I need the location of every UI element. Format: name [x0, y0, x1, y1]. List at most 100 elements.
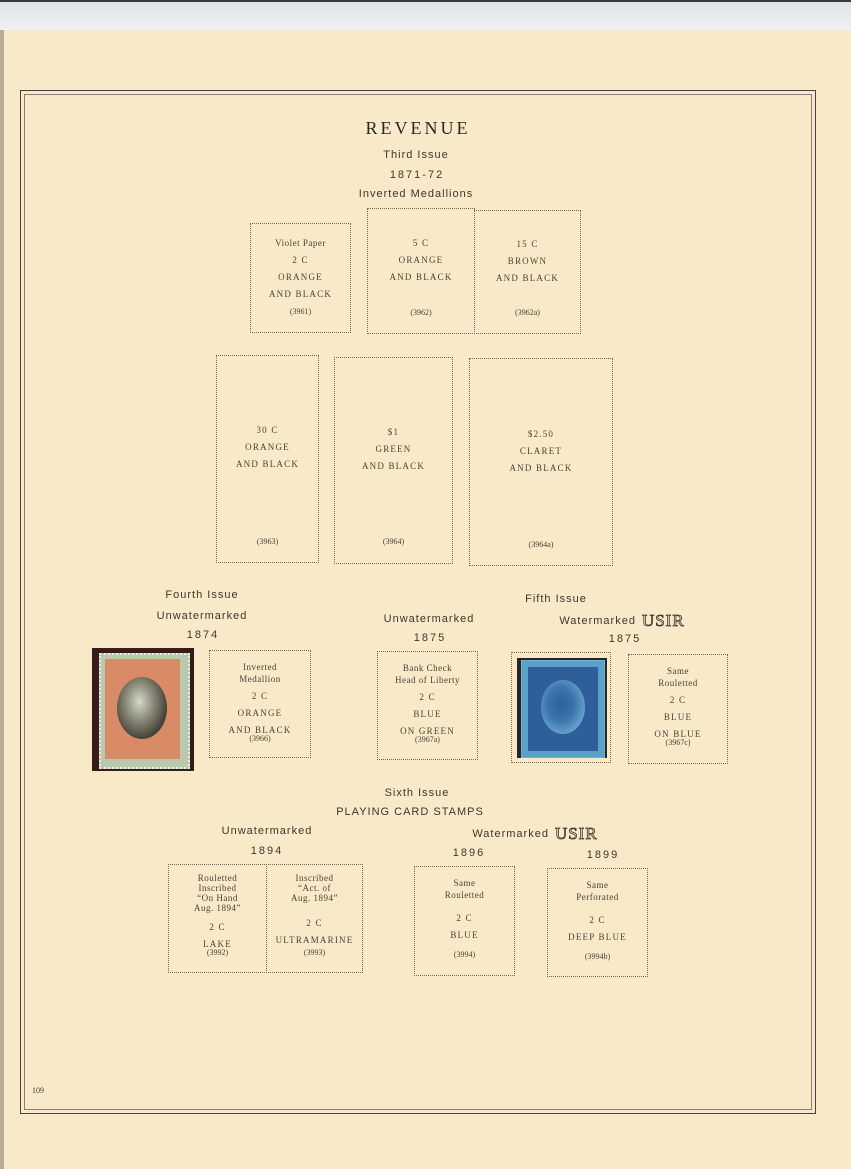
- catalog-number: (3992): [206, 948, 229, 957]
- fourth-issue-heading: Fourth Issue: [165, 589, 239, 601]
- stamp-note: Bank Check: [402, 663, 453, 673]
- stamp-image-3967c: [521, 660, 605, 758]
- stamp-color: ON BLUE: [654, 729, 702, 739]
- page-number: 109: [32, 1086, 44, 1095]
- fourth-issue-year-right: 1875: [413, 632, 447, 644]
- catalog-number: (3963): [256, 537, 279, 546]
- fourth-issue-watermark-left: Unwatermarked: [156, 610, 248, 622]
- watermark-label: Watermarked: [472, 828, 549, 840]
- stamp-note: Inverted: [243, 662, 277, 672]
- stamp-note: Perforated: [576, 892, 619, 902]
- fourth-issue-watermark-right: Unwatermarked: [383, 613, 475, 625]
- stamp-note: Same: [586, 880, 609, 890]
- stamp-color: ORANGE: [237, 708, 283, 718]
- page-border-outer: [20, 90, 816, 1114]
- sixth-issue-heading: Sixth Issue: [384, 787, 450, 799]
- catalog-number: (3994): [453, 950, 476, 959]
- stamp-space-3963: 30 C ORANGE AND BLACK (3963): [216, 355, 319, 563]
- stamp-note: Violet Paper: [275, 238, 326, 248]
- catalog-number: (3967c): [665, 738, 691, 747]
- sixth-issue-watermark-left: Unwatermarked: [221, 825, 313, 837]
- stamp-color: BLUE: [450, 930, 479, 940]
- stamp-value: $2.50: [527, 429, 555, 439]
- washington-portrait-icon: [117, 677, 167, 739]
- stamp-value: 30 C: [256, 425, 279, 435]
- stamp-note: Rouletted: [658, 678, 698, 688]
- stamp-color: AND BLACK: [228, 725, 292, 735]
- stamp-color: AND BLACK: [361, 461, 426, 471]
- page-title: REVENUE: [365, 118, 471, 138]
- stamp-value: 2 C: [419, 692, 436, 702]
- catalog-number: (3964a): [528, 540, 554, 549]
- stamp-image-3966: [99, 653, 190, 769]
- stamp-note: Rouletted: [444, 890, 485, 900]
- stamp-note: Same: [453, 878, 476, 888]
- stamp-color: ORANGE: [278, 272, 323, 282]
- watermark-label: Watermarked: [559, 615, 636, 627]
- stamp-note: Medallion: [239, 674, 281, 684]
- stamp-note: Same: [667, 666, 689, 676]
- stamp-note: Aug. 1894”: [194, 903, 241, 913]
- stamp-note: Inscribed: [295, 873, 334, 883]
- stamp-color: BLUE: [663, 712, 693, 722]
- sixth-issue-year-left: 1894: [250, 845, 284, 857]
- liberty-portrait-icon: [541, 680, 585, 734]
- stamp-color: ORANGE: [398, 255, 444, 265]
- stamp-color: ORANGE: [245, 442, 290, 452]
- catalog-number: (3966): [249, 734, 271, 743]
- stamp-frame: [105, 659, 180, 759]
- sixth-issue-watermark-right: Watermarked USIR: [472, 824, 597, 844]
- catalog-number: (3962): [410, 308, 432, 317]
- stamp-note: “On Hand: [197, 893, 238, 903]
- stamp-color: AND BLACK: [509, 463, 573, 473]
- sixth-issue-subheading: PLAYING CARD STAMPS: [336, 806, 484, 818]
- stamp-space-3964a: $2.50 CLARET AND BLACK (3964a): [469, 358, 613, 566]
- album-page: [4, 30, 851, 1169]
- stamp-image-3967-mount: [511, 652, 611, 763]
- stamp-value: 2 C: [209, 922, 226, 932]
- stamp-color: AND BLACK: [495, 273, 560, 283]
- stamp-note: Rouletted: [197, 873, 238, 883]
- stamp-color: BLUE: [413, 709, 442, 719]
- stamp-color: DEEP BLUE: [568, 932, 627, 942]
- stamp-space-3992: Rouletted Inscribed “On Hand Aug. 1894” …: [168, 864, 267, 973]
- catalog-number: (3993): [303, 948, 326, 957]
- issue-heading: Third Issue: [383, 149, 449, 161]
- page-border-inner: [24, 94, 812, 1110]
- scanner-top-strip: [0, 0, 851, 32]
- stamp-space-3961: Violet Paper 2 C ORANGE AND BLACK (3961): [250, 223, 351, 333]
- fifth-issue-heading: Fifth Issue: [525, 593, 587, 605]
- stamp-space-3994: Same Rouletted 2 C BLUE (3994): [414, 866, 515, 976]
- stamp-color: AND BLACK: [235, 459, 300, 469]
- stamp-image-3966-mount: [92, 648, 194, 771]
- sixth-issue-year-1896: 1896: [452, 847, 486, 859]
- stamp-space-3993: Inscribed “Act. of Aug. 1894” 2 C ULTRAM…: [266, 864, 363, 973]
- stamp-mount-backing: [517, 658, 607, 758]
- stamp-frame: [528, 667, 598, 751]
- stamp-color: AND BLACK: [389, 272, 453, 282]
- issue-subtitle: Inverted Medallions: [358, 188, 474, 200]
- stamp-value: 2 C: [306, 918, 323, 928]
- stamp-note: Head of Liberty: [395, 675, 460, 685]
- stamp-value: 5 C: [412, 238, 430, 248]
- stamp-space-3962a: 15 C BROWN AND BLACK (3962a): [474, 210, 581, 334]
- catalog-number: (3967a): [415, 735, 440, 744]
- stamp-space-3962: 5 C ORANGE AND BLACK (3962): [367, 208, 475, 334]
- stamp-value: 2 C: [669, 695, 687, 705]
- stamp-value: 15 C: [516, 239, 539, 249]
- stamp-color: CLARET: [519, 446, 563, 456]
- stamp-color: AND BLACK: [268, 289, 333, 299]
- stamp-space-3966: Inverted Medallion 2 C ORANGE AND BLACK …: [209, 650, 311, 758]
- stamp-color: LAKE: [203, 939, 232, 949]
- catalog-number: (3964): [382, 537, 405, 546]
- fourth-issue-year-left: 1874: [186, 629, 220, 641]
- catalog-number: (3962a): [515, 308, 540, 317]
- catalog-number: (3994b): [584, 952, 611, 961]
- fifth-issue-year: 1875: [608, 633, 642, 645]
- stamp-value: 2 C: [456, 913, 473, 923]
- fifth-issue-watermark: Watermarked USIR: [559, 611, 684, 631]
- stamp-space-3964: $1 GREEN AND BLACK (3964): [334, 357, 453, 564]
- usir-watermark-mark: USIR: [641, 611, 685, 631]
- stamp-note: Aug. 1894”: [291, 893, 338, 903]
- catalog-number: (3961): [289, 307, 312, 316]
